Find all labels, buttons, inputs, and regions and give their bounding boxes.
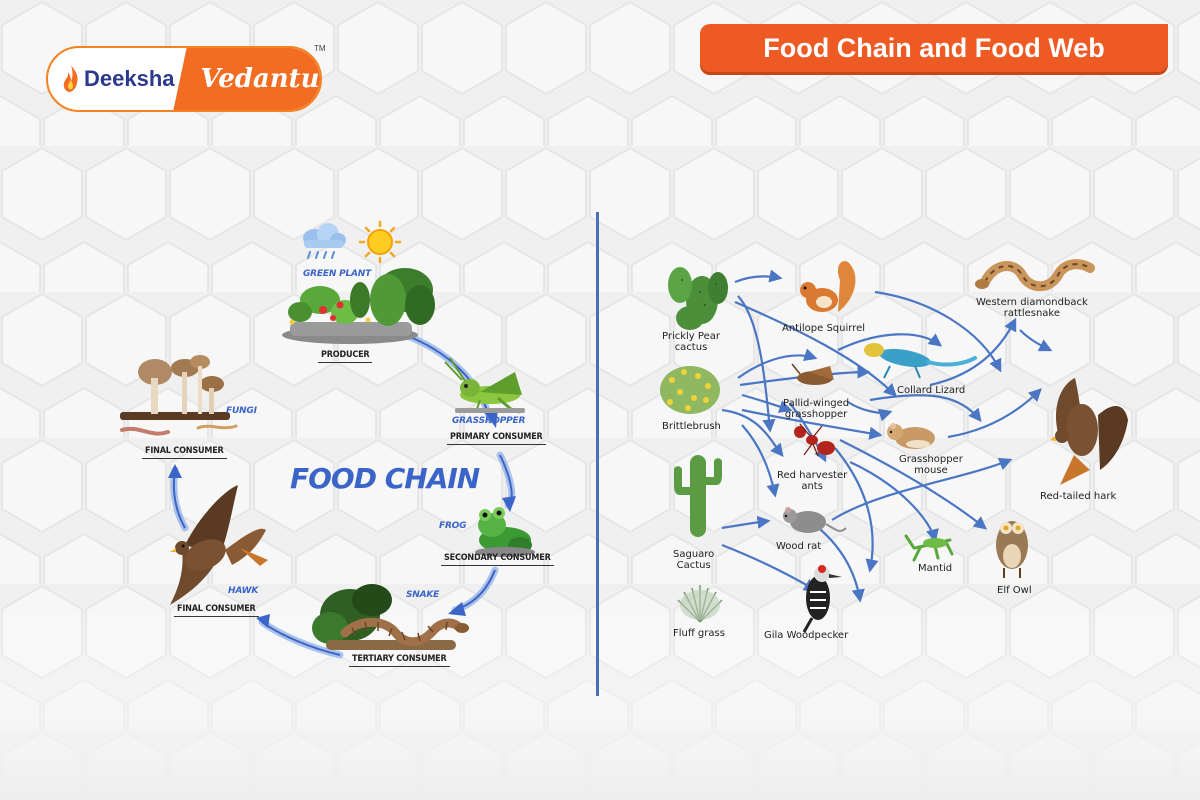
rattlesnake-icon	[975, 259, 1095, 292]
stage-hawk-label: HAWK	[228, 586, 259, 596]
wood-rat-icon	[783, 507, 847, 533]
node-gila-woodpecker-label: Gila Woodpecker	[764, 630, 849, 641]
collard-lizard-icon	[864, 343, 977, 379]
stage-green-plant-label: GREEN PLANT	[303, 269, 372, 279]
hawk-icon	[170, 485, 268, 605]
frog-icon	[475, 507, 535, 557]
snake-icon	[312, 584, 469, 650]
stage-snake-label: SNAKE	[406, 590, 440, 600]
red-tailed-hawk-icon	[1050, 378, 1128, 485]
grasshopper-icon	[444, 357, 525, 414]
brand-name-left: Deeksha	[84, 66, 175, 91]
fluff-grass-icon	[677, 585, 723, 623]
grasshopper-mouse-icon	[887, 423, 935, 449]
red-harvester-ants-icon	[794, 423, 835, 457]
node-brittlebrush-label: Brittlebrush	[662, 421, 721, 432]
stage-primary-consumer-label: PRIMARY CONSUMER	[447, 432, 546, 445]
sun-icon	[358, 220, 402, 264]
saguaro-cactus-icon	[674, 455, 722, 537]
stage-fungi-role-label: FINAL CONSUMER	[142, 446, 227, 459]
antilope-squirrel-icon	[800, 261, 856, 312]
pallid-winged-grasshopper-icon	[791, 363, 834, 385]
food-web-arrows	[721, 269, 1053, 603]
node-fluff-grass-label: Fluff grass	[673, 628, 725, 639]
node-wood-rat-label: Wood rat	[776, 541, 822, 552]
brand-logo[interactable]: Deeksha Vedantu	[46, 46, 322, 112]
section-divider	[596, 212, 599, 696]
stage-producer-label: PRODUCER	[318, 350, 373, 363]
node-red-tailed-hawk-label: Red-tailed hark	[1040, 491, 1117, 502]
brand-name-right: Vedantu	[200, 64, 320, 94]
node-elf-owl-label: Elf Owl	[997, 585, 1032, 596]
stage-fungi-label: FUNGI	[226, 406, 257, 416]
prickly-pear-cactus-icon	[668, 267, 728, 330]
stage-hawk-role-label: FINAL CONSUMER	[174, 604, 259, 617]
gila-woodpecker-icon	[802, 565, 842, 633]
node-mantid-label: Mantid	[918, 563, 953, 574]
rain-cloud-icon	[303, 223, 346, 259]
food-chain-title: FOOD CHAIN	[290, 462, 480, 495]
flame-icon	[63, 65, 78, 92]
green-plant-icon	[282, 268, 435, 344]
mantid-icon	[904, 534, 954, 562]
elf-owl-icon	[996, 521, 1028, 578]
stage-grasshopper-label: GRASSHOPPER	[452, 416, 526, 426]
stage-tertiary-consumer-label: TERTIARY CONSUMER	[349, 654, 450, 667]
node-collard-lizard-label: Collard Lizard	[897, 385, 966, 396]
page-title: Food Chain and Food Web	[700, 24, 1168, 72]
brittlebrush-icon	[660, 366, 720, 414]
node-antilope-squirrel-label: Antilope Squirrel	[782, 323, 866, 334]
stage-frog-label: FROG	[439, 521, 467, 531]
trademark-mark: TM	[314, 44, 326, 53]
fungi-icon	[120, 355, 238, 436]
stage-secondary-consumer-label: SECONDARY CONSUMER	[441, 553, 554, 566]
